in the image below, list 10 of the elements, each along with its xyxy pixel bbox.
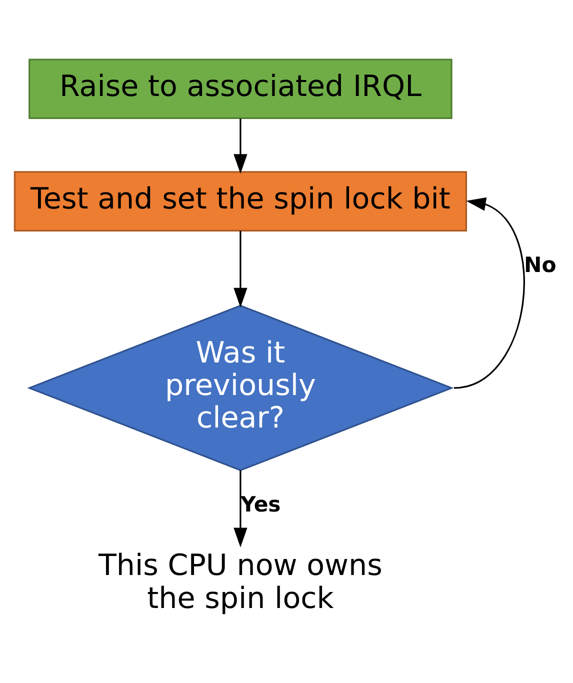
edge-label: Yes [240,492,281,517]
edge-label: No [524,252,556,278]
arrow [454,197,525,389]
node-diamond: Was it previously clear? [27,304,454,472]
arrow [234,118,248,174]
node-text: This CPU now owns the spin lock [98,548,382,615]
node-box: Test and set the spin lock bit [14,171,468,232]
arrow [234,230,248,308]
arrow [234,470,248,548]
node-box: Raise to associated IRQL [28,58,452,120]
